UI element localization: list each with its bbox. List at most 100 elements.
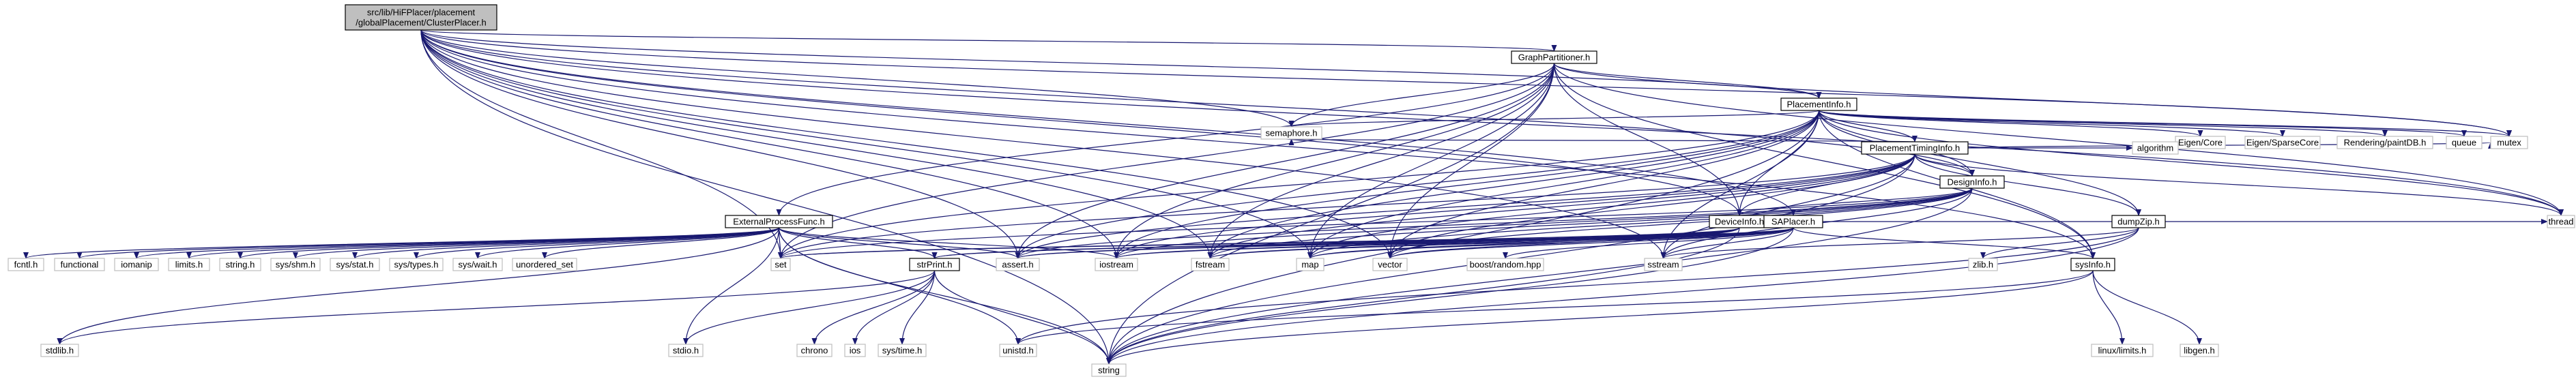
node-label: sys/time.h [882,346,923,356]
node-chrono: chrono [796,344,833,357]
edge-root-to-asserth [420,29,1021,259]
node-box [2490,136,2528,149]
node-box [2132,141,2179,155]
edge-designinfo-to-iostream [1114,187,1973,259]
node-stdio: stdio.h [668,344,704,357]
edge-graphpartitioner-to-fstream [1207,63,1555,259]
edge-dumpzip-to-string [1106,227,2139,365]
node-algorithm: algorithm [2132,141,2179,155]
edge-externalprocessfunc-to-syswait [475,227,780,259]
edge-placementinfo-to-dumpzip [1818,110,2141,216]
node-box [1095,258,1138,271]
edge-externalprocessfunc-to-sysstat [352,227,780,259]
node-label: chrono [801,346,828,356]
node-label: PlacementTimingInfo.h [1870,143,1960,153]
node-label: assert.h [1002,260,1033,270]
node-box [168,258,210,271]
edge-saplacer-to-vector [1387,227,1794,259]
edge-saplacer-to-strprint [932,227,1794,259]
edge-strprint-to-stdlib [57,270,936,345]
node-deviceinfo[interactable]: DeviceInfo.h [1709,215,1770,228]
node-box [725,215,833,228]
node-box [1644,258,1683,271]
node-box [1763,215,1823,228]
node-label: strPrint.h [916,260,952,270]
edge-root-to-string [420,29,1112,365]
edge-dumpzip-to-unistd [1015,227,2139,345]
edge-designinfo-to-set [778,187,1973,259]
node-placementinfo[interactable]: PlacementInfo.h [1780,97,1857,111]
node-dumpzip[interactable]: dumpZip.h [2111,215,2166,228]
node-box [2446,136,2483,149]
node-box [1511,50,1597,64]
node-label: map [1301,260,1318,270]
node-label: limits.h [175,260,203,270]
node-box [1780,97,1857,111]
node-label: DesignInfo.h [1948,177,1997,187]
node-label: unordered_set [516,260,573,270]
node-label: semaphore.h [1266,128,1318,138]
edge-designinfo-to-asserth [1015,187,1973,259]
edge-externalprocessfunc-to-stringh [237,227,780,259]
node-label: PlacementInfo.h [1787,100,1851,110]
edge-graphpartitioner-to-semaphore [1288,63,1555,127]
node-box [389,258,444,271]
edge-graphpartitioner-to-placementinfo [1553,63,1822,99]
node-label: unistd.h [1002,346,1034,356]
node-eigencore: Eigen/Core [2175,136,2226,149]
node-label: algorithm [2137,143,2173,153]
node-limits: limits.h [168,258,210,271]
node-box [1861,141,1969,155]
edge-placementtiminginfo-to-asserth [1015,153,1915,259]
node-box [270,258,321,271]
node-stringh: string.h [219,258,261,271]
node-label: zlib.h [1973,260,1993,270]
node-externalprocessfunc[interactable]: ExternalProcessFunc.h [725,215,833,228]
edge-placementinfo-to-asserth [1015,110,1820,259]
node-systime: sys/time.h [878,344,927,357]
node-label: functional [61,260,99,270]
edge-placementinfo-to-string [1106,110,1820,365]
node-graphpartitioner[interactable]: GraphPartitioner.h [1511,50,1597,64]
node-box [345,4,497,31]
edge-root-to-deviceinfo [420,29,1742,216]
node-label: Eigen/Core [2178,138,2223,148]
node-queue: queue [2446,136,2483,149]
node-stdlib: stdlib.h [40,344,79,357]
node-box [1939,175,2005,189]
node-designinfo[interactable]: DesignInfo.h [1939,175,2005,189]
edge-placementinfo-to-semaphore [1289,110,1820,127]
node-asserth: assert.h [996,258,1040,271]
edge-root-to-graphpartitioner [420,29,1557,52]
node-label: sys/shm.h [276,260,316,270]
node-label: iostream [1099,260,1133,270]
edge-placementtiminginfo-to-map [1307,153,1915,259]
node-label: set [775,260,787,270]
edge-graphpartitioner-to-sysinfo [1553,63,2096,259]
node-fstream: fstream [1191,258,1230,271]
node-label: sys/types.h [394,260,438,270]
edge-strprint-to-string [934,270,1112,365]
edge-root-to-fstream [420,29,1213,259]
edge-placementinfo-to-thread [1818,110,2564,216]
node-label: string [1098,365,1120,376]
node-box [770,258,791,271]
node-label: linux/limits.h [2098,346,2147,356]
edge-placementtiminginfo-to-fstream [1207,153,1915,259]
edge-graphpartitioner-to-thread [1553,63,2564,216]
node-strprint[interactable]: strPrint.h [909,258,960,271]
node-box [219,258,261,271]
node-sysinfo[interactable]: sysInfo.h [2070,258,2115,271]
node-box [1091,363,1127,377]
edge-placementinfo-to-map [1307,110,1820,259]
node-saplacer[interactable]: SAPlacer.h [1763,215,1823,228]
node-root[interactable]: src/lib/HiFPlacer/placement/globalPlacem… [345,4,497,31]
node-label: SAPlacer.h [1771,217,1815,227]
node-systypes: sys/types.h [389,258,444,271]
edge-externalprocessfunc-to-asserth [778,227,1021,259]
node-placementtiminginfo[interactable]: PlacementTimingInfo.h [1861,141,1969,155]
node-label: ExternalProcessFunc.h [733,217,824,227]
node-thread: thread [2547,215,2575,228]
edge-root-to-designinfo [420,29,1975,177]
